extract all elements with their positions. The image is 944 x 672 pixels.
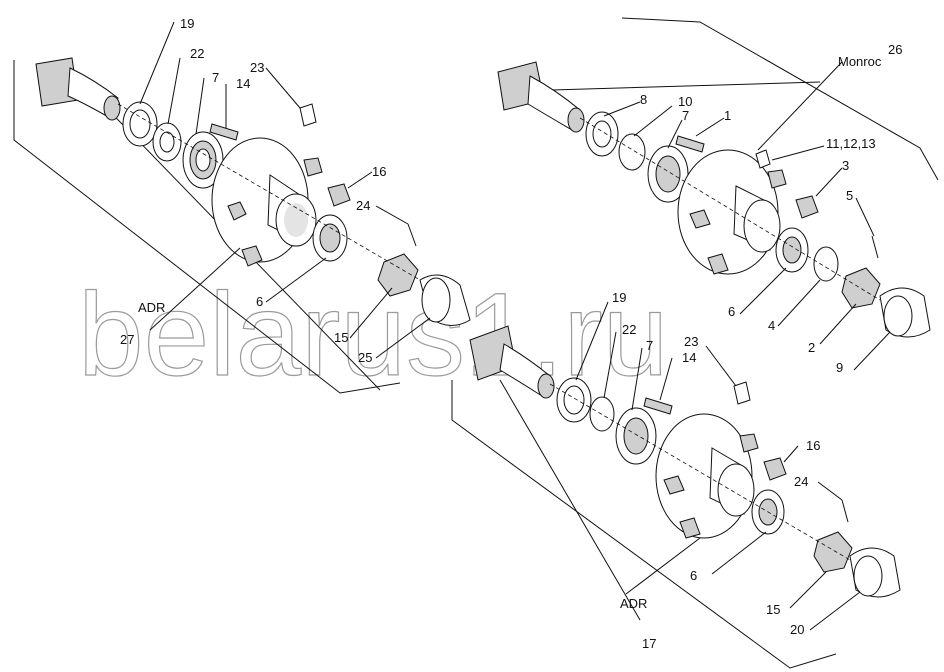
grease-nipple xyxy=(755,149,771,169)
callout-label: 27 xyxy=(120,332,134,347)
hub-nut xyxy=(767,169,787,189)
castle-nut xyxy=(841,267,881,309)
wheel-stud xyxy=(209,123,239,141)
hub-nut xyxy=(679,517,701,539)
callout-label: 24 xyxy=(356,198,370,213)
spindle-thread xyxy=(103,95,121,121)
callout-label: 7 xyxy=(646,338,653,353)
callout-label: 7 xyxy=(682,108,689,123)
hub-nut xyxy=(739,433,759,453)
callout-label: 24 xyxy=(794,474,808,489)
callout-label: 15 xyxy=(334,330,348,345)
callout-label: 1 xyxy=(724,108,731,123)
hub-bore xyxy=(743,199,781,253)
callout-label: 5 xyxy=(846,188,853,203)
frame-line xyxy=(13,60,401,394)
assembly-top-right: 8 10 7 1 26 Monroc 11,12,13 3 5 6 4 2 9 xyxy=(497,17,939,375)
callout-label: 23 xyxy=(250,60,264,75)
hub-nut xyxy=(227,201,247,221)
callout-label: ADR xyxy=(138,300,165,315)
callout-label: 14 xyxy=(236,76,250,91)
cotter-pin xyxy=(407,223,417,247)
frame-line xyxy=(551,81,821,91)
callout-label: 15 xyxy=(766,602,780,617)
callout-label: 10 xyxy=(678,94,692,109)
axis-line xyxy=(117,103,421,281)
callout-label: 25 xyxy=(358,350,372,365)
frame-line xyxy=(451,380,837,669)
callout-label: 2 xyxy=(808,340,815,355)
wheel-stud xyxy=(643,397,673,415)
washer-part xyxy=(813,246,839,282)
frame-line xyxy=(621,17,939,181)
callout-label: 6 xyxy=(690,568,697,583)
wheel-stud xyxy=(675,135,705,153)
callout-label: 20 xyxy=(790,622,804,637)
callout-label: 6 xyxy=(256,294,263,309)
callout-label: ADR xyxy=(620,596,647,611)
callout-label: 16 xyxy=(806,438,820,453)
hub-bore xyxy=(717,463,755,517)
grease-nipple xyxy=(299,103,317,127)
callout-label: 23 xyxy=(684,334,698,349)
hub-nut xyxy=(689,209,711,229)
hub-nut xyxy=(707,253,729,275)
axis-line xyxy=(549,383,851,561)
assembly-bottom: 19 22 7 23 14 16 24 6 15 20 ADR 17 xyxy=(451,290,901,669)
nut-part xyxy=(795,195,819,219)
callout-label: 4 xyxy=(768,318,775,333)
nut-part xyxy=(327,183,351,207)
callout-label: 26 xyxy=(888,42,902,57)
callout-label: 7 xyxy=(212,70,219,85)
callout-label: 17 xyxy=(642,636,656,651)
hub-nut xyxy=(663,475,685,495)
callout-label: 9 xyxy=(836,360,843,375)
callout-label: 14 xyxy=(682,350,696,365)
callout-label: Monroc xyxy=(838,54,882,69)
castle-nut xyxy=(377,253,419,297)
castle-nut xyxy=(813,531,853,573)
callout-label: 3 xyxy=(842,158,849,173)
callout-label: 22 xyxy=(190,46,204,61)
frame-line xyxy=(499,379,641,621)
axis-line xyxy=(579,117,881,301)
callout-label: 19 xyxy=(180,16,194,31)
hub-nut xyxy=(303,157,323,177)
grease-nipple xyxy=(733,381,751,405)
callout-label: 22 xyxy=(622,322,636,337)
callout-label: 6 xyxy=(728,304,735,319)
washer-part xyxy=(589,396,615,432)
cotter-pin xyxy=(841,499,849,523)
callout-label: 11,12,13 xyxy=(826,136,876,151)
nut-part xyxy=(763,457,787,481)
assembly-top-left: 19 22 7 23 14 16 24 6 15 25 ADR 27 xyxy=(13,16,471,394)
hub-nut xyxy=(241,245,263,267)
callout-label: 19 xyxy=(612,290,626,305)
callout-label: 8 xyxy=(640,92,647,107)
washer-part xyxy=(618,133,646,171)
cotter-pin xyxy=(871,235,879,259)
callout-label: 16 xyxy=(372,164,386,179)
